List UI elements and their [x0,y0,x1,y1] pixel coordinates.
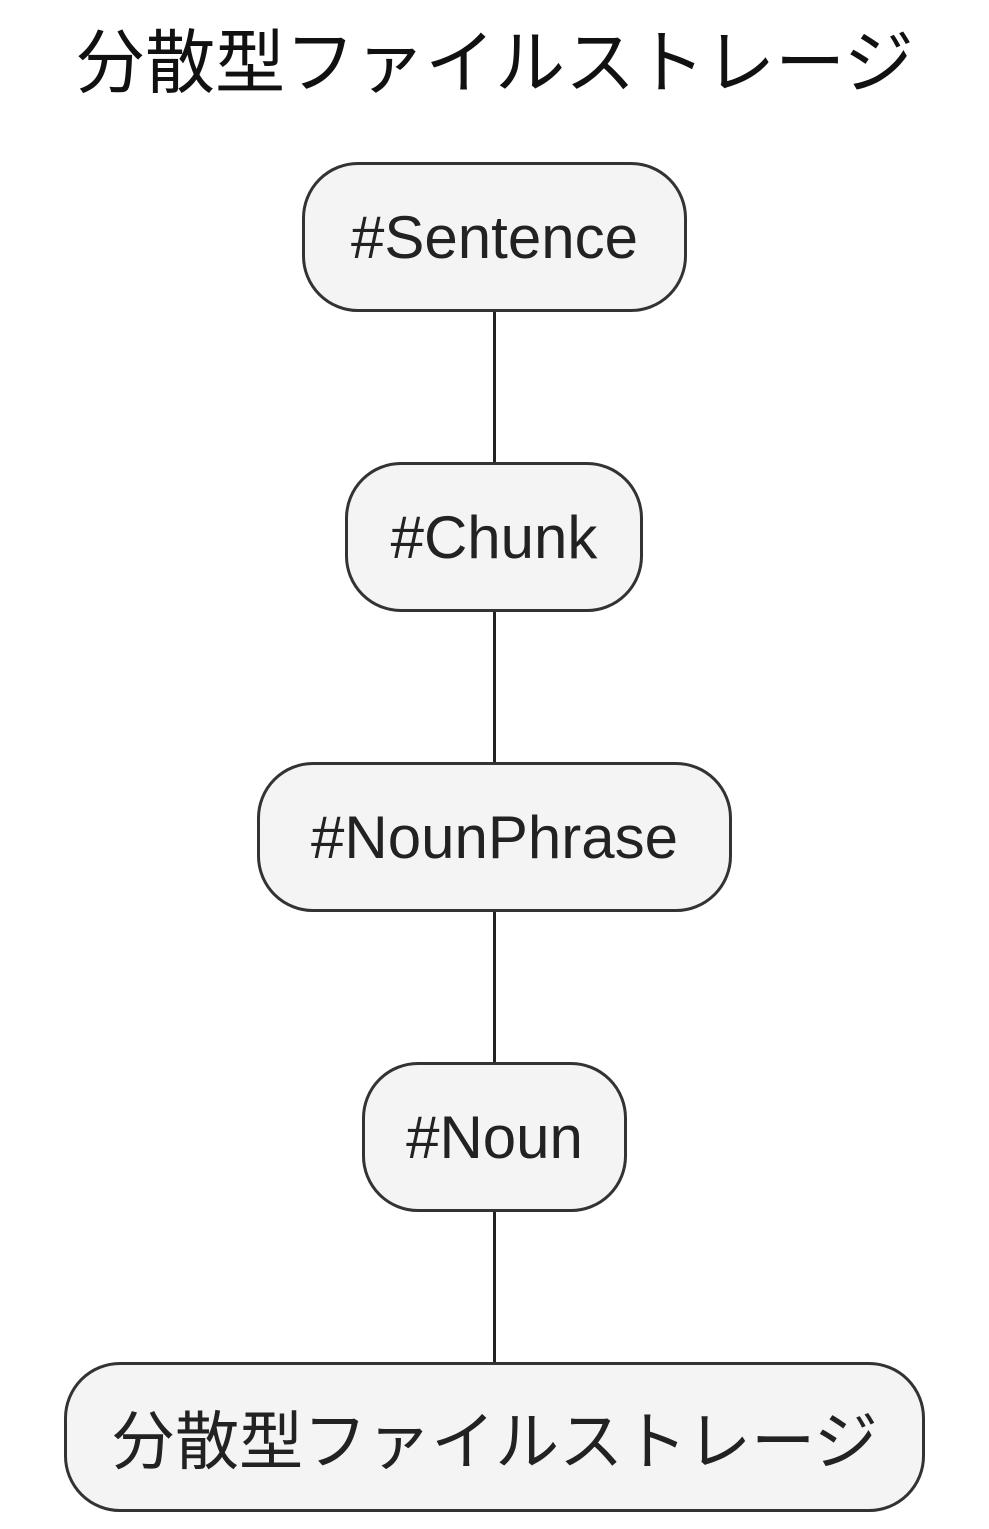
node-nounphrase: #NounPhrase [257,762,732,912]
node-leaf: 分散型ファイルストレージ [64,1362,925,1512]
node-chunk-label: #Chunk [390,503,598,571]
node-noun: #Noun [362,1062,627,1212]
edge-nounphrase-noun [493,912,496,1062]
edge-sentence-chunk [493,312,496,462]
node-leaf-label: 分散型ファイルストレージ [111,1406,878,1480]
node-nounphrase-label: #NounPhrase [311,803,678,871]
node-sentence: #Sentence [302,162,687,312]
node-sentence-label: #Sentence [351,203,638,271]
edge-noun-leaf [493,1212,496,1362]
edge-chunk-nounphrase [493,612,496,762]
node-noun-label: #Noun [406,1103,583,1171]
node-chunk: #Chunk [345,462,643,612]
diagram-title: 分散型ファイルストレージ [75,22,914,104]
